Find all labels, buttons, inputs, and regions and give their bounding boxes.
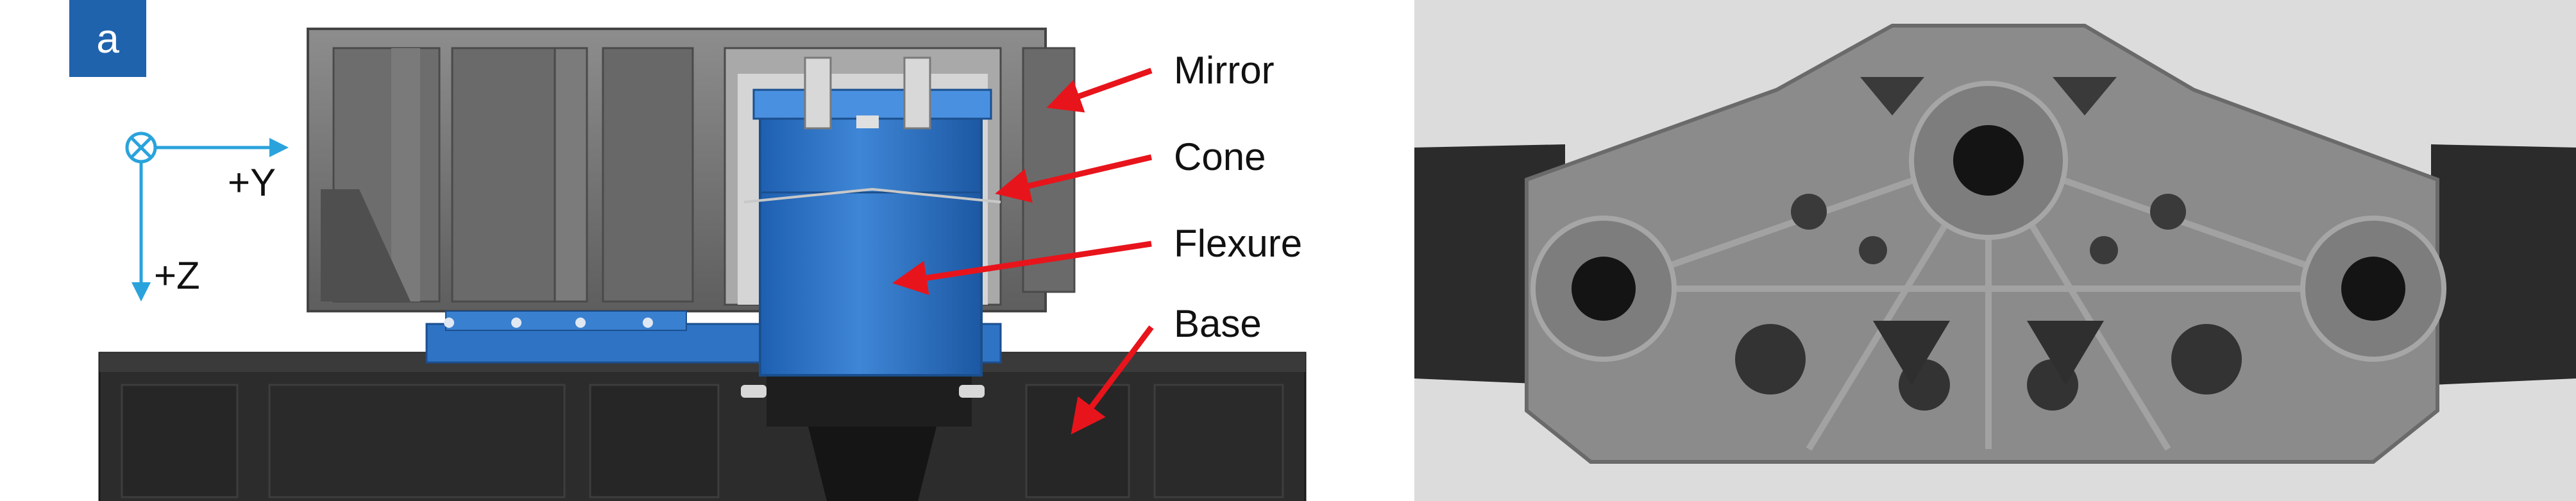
mirror-support-structure <box>1414 24 2576 464</box>
flexure-label: Flexure <box>1174 222 1303 265</box>
base-label: Base <box>1174 302 1262 345</box>
panel-a-cross-section <box>98 28 1307 501</box>
panel-b-badge: b <box>1414 0 1491 77</box>
panel-a-badge: a <box>69 0 146 77</box>
mirror-label: Mirror <box>1174 49 1275 92</box>
cone-label: Cone <box>1174 135 1266 178</box>
flexure-arrow <box>892 241 1152 295</box>
y-axis-label: +Y <box>228 161 276 204</box>
cone-arrow <box>995 154 1153 203</box>
panel-a-label: a <box>96 15 119 62</box>
panel-b-label: b <box>1441 15 1464 62</box>
mirror-arrow <box>1046 67 1153 113</box>
flexure-body <box>425 56 1002 377</box>
photo-background <box>1414 0 2576 501</box>
base-body <box>98 352 1307 501</box>
z-axis-label: +Z <box>154 254 200 297</box>
coordinate-axes <box>125 132 289 301</box>
base-arrow <box>1071 325 1154 435</box>
cone-outline <box>743 187 1001 203</box>
